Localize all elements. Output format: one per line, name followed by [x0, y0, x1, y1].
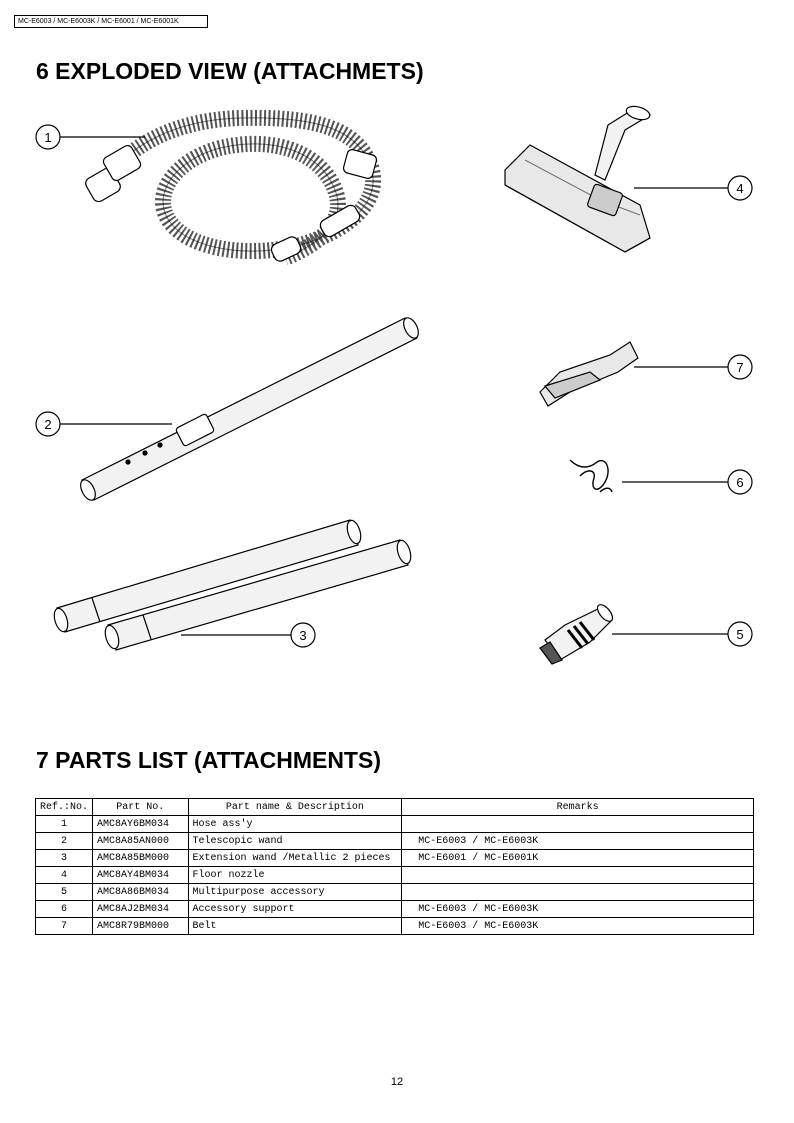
- table-row: 6 AMC8AJ2BM034 Accessory support MC-E600…: [34, 900, 754, 918]
- table-row: 3 AMC8A85BM000 Extension wand /Metallic …: [34, 849, 754, 867]
- callout-7-label: 7: [736, 360, 743, 375]
- ref-cell: 6: [34, 900, 94, 918]
- callout-6-label: 6: [736, 475, 743, 490]
- table-row: 2 AMC8A85AN000 Telescopic wand MC-E6003 …: [34, 832, 754, 850]
- floor-nozzle-illustration: [504, 105, 652, 253]
- part-name-cell: Multipurpose accessory: [187, 883, 403, 901]
- part-name-cell: Accessory support: [187, 900, 403, 918]
- table-header-row: Ref.:No. Part No. Part name & Descriptio…: [34, 798, 754, 816]
- table-row: 4 AMC8AY4BM034 Floor nozzle: [34, 866, 754, 884]
- exploded-view-diagram: 1 2 3 4 5 6 7: [35, 105, 753, 665]
- remarks-cell: MC-E6003 / MC-E6003K: [401, 900, 754, 918]
- callout-4-label: 4: [736, 181, 743, 196]
- callout-1-label: 1: [44, 130, 51, 145]
- part-name-cell: Extension wand /Metallic 2 pieces: [187, 849, 403, 867]
- multipurpose-accessory-illustration: [539, 604, 614, 665]
- callout-2: 2: [35, 411, 61, 437]
- telescopic-wand-illustration: [80, 317, 419, 501]
- part-no-cell: AMC8R79BM000: [92, 917, 189, 935]
- section-6-title: 6 EXPLODED VIEW (ATTACHMETS): [36, 58, 424, 84]
- table-row: 1 AMC8AY6BM034 Hose ass'y: [34, 815, 754, 833]
- callout-leader-lines: [60, 136, 728, 636]
- callout-6: 6: [727, 469, 753, 495]
- hose-assembly-illustration: [85, 109, 382, 266]
- callout-5: 5: [727, 621, 753, 647]
- callout-4: 4: [727, 175, 753, 201]
- header-part-name: Part name & Description: [187, 798, 403, 816]
- part-name-cell: Telescopic wand: [187, 832, 403, 850]
- callout-3: 3: [290, 622, 316, 648]
- part-name-cell: Belt: [187, 917, 403, 935]
- header-ref-no: Ref.:No.: [34, 798, 94, 816]
- header-remarks: Remarks: [401, 798, 754, 816]
- extension-wand-illustration: [53, 519, 412, 651]
- callout-2-label: 2: [44, 417, 51, 432]
- ref-cell: 3: [34, 849, 94, 867]
- ref-cell: 1: [34, 815, 94, 833]
- part-no-cell: AMC8AY4BM034: [92, 866, 189, 884]
- part-name-cell: Hose ass'y: [187, 815, 403, 833]
- part-no-cell: AMC8A86BM034: [92, 883, 189, 901]
- remarks-cell: [401, 815, 754, 833]
- table-row: 7 AMC8R79BM000 Belt MC-E6003 / MC-E6003K: [34, 917, 754, 935]
- remarks-cell: [401, 866, 754, 884]
- table-row: 5 AMC8A86BM034 Multipurpose accessory: [34, 883, 754, 901]
- callout-3-label: 3: [299, 628, 306, 643]
- ref-cell: 4: [34, 866, 94, 884]
- remarks-cell: [401, 883, 754, 901]
- callout-1: 1: [35, 124, 61, 150]
- callout-5-label: 5: [736, 627, 743, 642]
- ref-cell: 5: [34, 883, 94, 901]
- remarks-cell: MC-E6003 / MC-E6003K: [401, 917, 754, 935]
- part-no-cell: AMC8AY6BM034: [92, 815, 189, 833]
- part-no-cell: AMC8A85BM000: [92, 849, 189, 867]
- header-part-no: Part No.: [92, 798, 189, 816]
- ref-cell: 2: [34, 832, 94, 850]
- remarks-cell: MC-E6001 / MC-E6001K: [401, 849, 754, 867]
- accessory-support-illustration: [569, 459, 613, 493]
- ref-cell: 7: [34, 917, 94, 935]
- part-no-cell: AMC8A85AN000: [92, 832, 189, 850]
- remarks-cell: MC-E6003 / MC-E6003K: [401, 832, 754, 850]
- belt-illustration: [539, 341, 639, 407]
- page-number: 12: [390, 1076, 404, 1088]
- parts-list-table: Ref.:No. Part No. Part name & Descriptio…: [34, 798, 754, 935]
- section-7-title: 7 PARTS LIST (ATTACHMENTS): [36, 747, 381, 773]
- part-no-cell: AMC8AJ2BM034: [92, 900, 189, 918]
- model-number-header: MC-E6003 / MC-E6003K / MC-E6001 / MC-E60…: [14, 15, 208, 28]
- callout-7: 7: [727, 354, 753, 380]
- part-name-cell: Floor nozzle: [187, 866, 403, 884]
